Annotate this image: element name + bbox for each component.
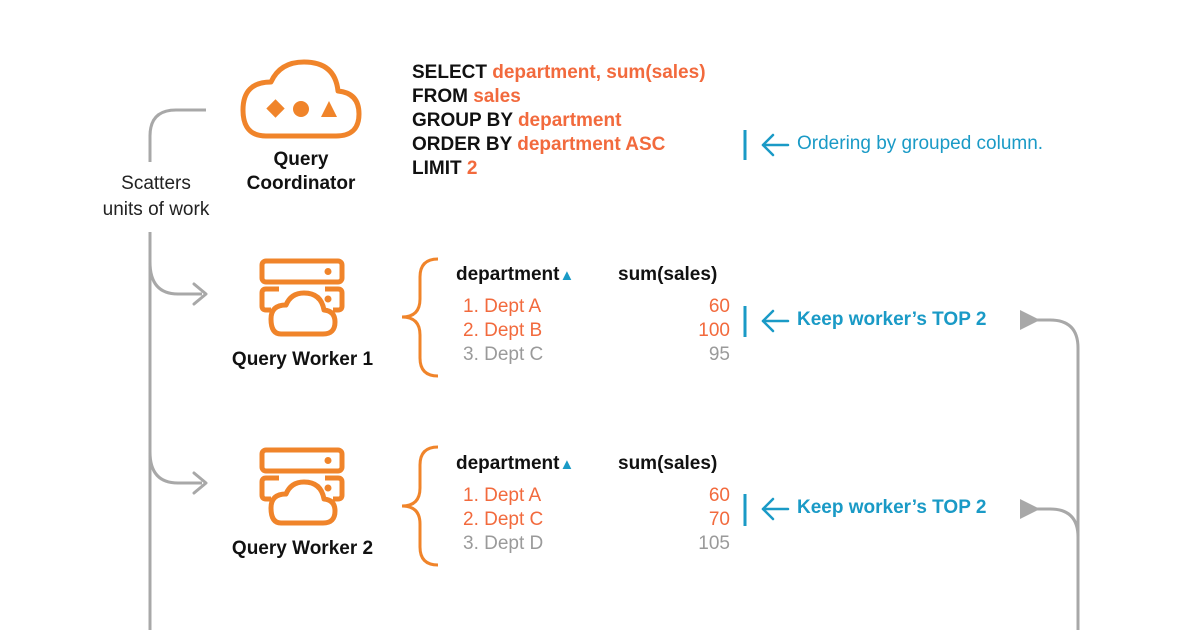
sort-asc-icon: ▲ xyxy=(559,456,575,473)
scatter-label: Scatters units of work xyxy=(88,171,224,223)
worker2-row2-value: 70 xyxy=(708,509,730,530)
scatter-line xyxy=(148,108,206,162)
gather-line-1 xyxy=(1036,318,1080,630)
gather-line-2 xyxy=(1036,507,1080,538)
sort-asc-icon: ▲ xyxy=(559,267,575,284)
worker1-row3-name: 3. Dept C xyxy=(463,344,544,365)
worker2-row1-name: 1. Dept A xyxy=(463,485,542,506)
sql-line-limit: LIMIT 2 xyxy=(412,158,478,179)
sql-query: SELECT department, sum(sales) FROM sales… xyxy=(412,61,706,181)
worker1-col-department: department▲ xyxy=(456,264,575,285)
worker1-row2-name: 2. Dept B xyxy=(463,320,543,341)
sql-line-select: SELECT department, sum(sales) xyxy=(412,62,706,83)
worker2-row1-value: 60 xyxy=(708,485,730,506)
worker1-note-arrow xyxy=(761,309,790,333)
worker-node-1: Query Worker 1 xyxy=(210,258,395,378)
coordinator-label-line1: Query xyxy=(273,149,329,170)
worker-label-2: Query Worker 2 xyxy=(231,538,374,559)
scatter-branch-1 xyxy=(148,261,202,296)
scatter-label-line1: Scatters xyxy=(121,173,191,194)
worker2-note-arrow xyxy=(761,497,790,521)
worker1-row2-value: 100 xyxy=(698,320,730,341)
gather-arrowhead-2 xyxy=(1020,499,1040,519)
worker1-row3-value: 95 xyxy=(708,344,730,365)
order-note-arrow xyxy=(761,133,790,157)
worker2-note: Keep worker’s TOP 2 xyxy=(797,497,987,518)
brace-1 xyxy=(401,257,439,378)
sql-group-value: department xyxy=(517,110,622,131)
worker1-row1-value: 60 xyxy=(708,296,730,317)
worker1-note: Keep worker’s TOP 2 xyxy=(797,309,987,330)
coordinator-node: Query Coordinator xyxy=(226,58,376,198)
gather-arrowhead-1 xyxy=(1020,310,1040,330)
server-cloud-icon xyxy=(259,447,345,526)
worker2-col-department: department▲ xyxy=(456,453,575,474)
sql-limit-value: 2 xyxy=(466,158,478,179)
sql-from-value: sales xyxy=(473,86,521,107)
sql-line-order: ORDER BY department ASC xyxy=(412,134,666,155)
sql-line-group: GROUP BY department xyxy=(412,110,622,131)
worker1-col-sum: sum(sales) xyxy=(618,264,718,285)
worker2-row3-value: 105 xyxy=(698,533,730,554)
coordinator-label-line2: Coordinator xyxy=(246,173,356,194)
brace-2 xyxy=(401,445,439,567)
server-cloud-icon xyxy=(259,258,345,337)
order-note: Ordering by grouped column. xyxy=(797,133,1044,154)
worker1-row1-name: 1. Dept A xyxy=(463,296,542,317)
worker2-row3-name: 3. Dept D xyxy=(463,533,544,554)
scatter-arrow-2 xyxy=(192,471,208,495)
sql-line-from: FROM sales xyxy=(412,86,521,107)
scatter-branch-2 xyxy=(148,451,202,485)
worker-node-2: Query Worker 2 xyxy=(210,447,395,567)
scatter-label-line2: units of work xyxy=(102,199,210,220)
worker-label-1: Query Worker 1 xyxy=(231,349,374,370)
scatter-arrow-1 xyxy=(192,282,208,306)
cloud-shapes-icon xyxy=(240,59,362,139)
sql-select-value: department, sum(sales) xyxy=(492,62,706,83)
worker2-row2-name: 2. Dept C xyxy=(463,509,544,530)
sql-order-value: department ASC xyxy=(517,134,666,155)
worker2-col-sum: sum(sales) xyxy=(618,453,718,474)
